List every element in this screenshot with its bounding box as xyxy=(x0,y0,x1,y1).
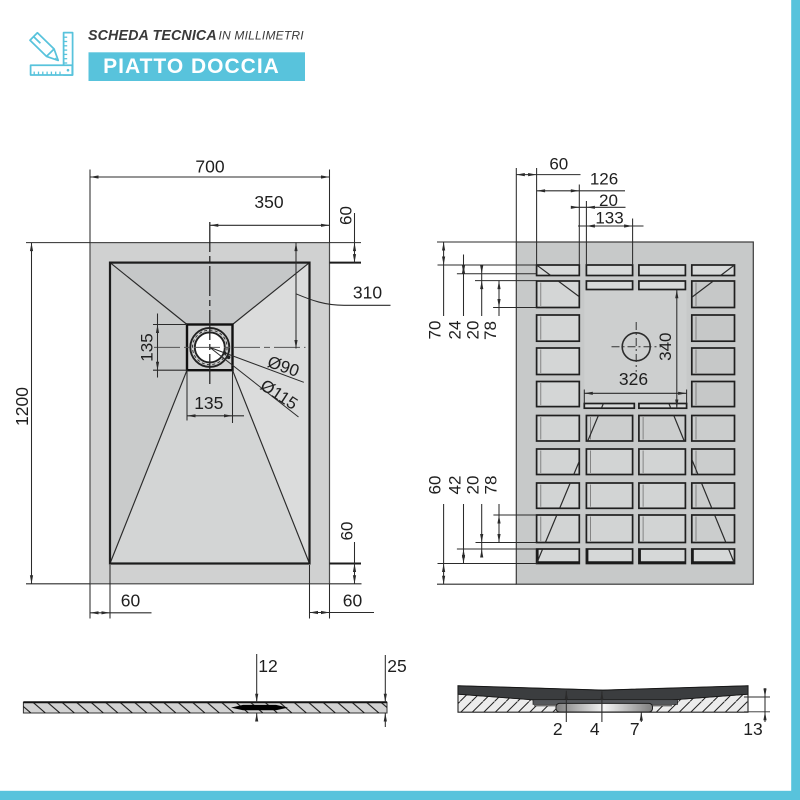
svg-text:60: 60 xyxy=(425,476,444,495)
svg-text:133: 133 xyxy=(595,208,623,227)
svg-text:2: 2 xyxy=(553,719,563,739)
svg-text:20: 20 xyxy=(599,191,618,210)
svg-text:135: 135 xyxy=(138,333,157,361)
svg-text:126: 126 xyxy=(590,169,618,188)
svg-text:700: 700 xyxy=(195,157,224,177)
svg-text:60: 60 xyxy=(121,590,141,610)
svg-text:13: 13 xyxy=(743,719,762,739)
svg-text:12: 12 xyxy=(258,656,277,676)
svg-text:326: 326 xyxy=(619,369,648,389)
svg-text:1200: 1200 xyxy=(12,387,32,426)
svg-text:60: 60 xyxy=(336,206,355,225)
svg-text:SCHEDA TECNICA: SCHEDA TECNICA xyxy=(88,28,217,44)
svg-text:70: 70 xyxy=(425,321,444,340)
svg-text:20: 20 xyxy=(463,321,482,340)
svg-text:24: 24 xyxy=(445,321,464,340)
svg-text:78: 78 xyxy=(481,321,500,340)
svg-text:4: 4 xyxy=(590,719,600,739)
svg-text:PIATTO DOCCIA: PIATTO DOCCIA xyxy=(103,55,280,78)
svg-text:60: 60 xyxy=(337,522,356,541)
svg-text:60: 60 xyxy=(549,154,568,173)
svg-text:20: 20 xyxy=(463,476,482,495)
svg-text:25: 25 xyxy=(387,656,406,676)
svg-text:60: 60 xyxy=(343,590,363,610)
svg-text:IN MILLIMETRI: IN MILLIMETRI xyxy=(219,29,305,43)
svg-text:350: 350 xyxy=(254,192,283,212)
svg-text:7: 7 xyxy=(630,719,640,739)
svg-text:42: 42 xyxy=(445,476,464,495)
svg-text:78: 78 xyxy=(481,476,500,495)
svg-text:310: 310 xyxy=(353,283,382,303)
svg-text:340: 340 xyxy=(656,333,675,361)
svg-text:135: 135 xyxy=(194,393,223,413)
